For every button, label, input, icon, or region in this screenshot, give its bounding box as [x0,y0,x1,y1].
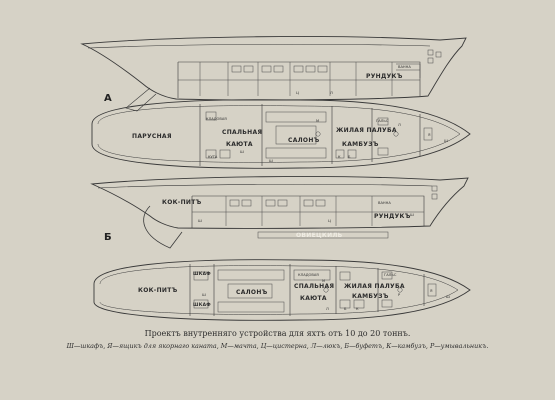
plan-b-deckplan: КОК-ПИТЪ ШКАФ ШКАФ САЛОНЪ СПАЛЬНАЯ КАЮТА… [93,259,471,321]
plan-a-deckplan-bulkheads [199,104,421,166]
plan-b-marker-r: Р [398,293,401,297]
plan-b-zhilaya-label: ЖИЛАЯ ПАЛУБА [344,283,405,290]
plan-b-profile-marker-ts: Ц [328,219,331,223]
plan-a-profile-marker-ts: Ц [296,91,299,95]
plan-a-kambuz-label: КАМБУЗЪ [342,141,379,148]
plan-b-rundukh-label: РУНДУКЪ [374,213,411,220]
plan-a-spalnaya-label: СПАЛЬНАЯ [222,129,262,136]
plan-b-deckplan-fittings [193,271,437,309]
plan-a-profile-deckline [87,43,431,49]
plan-b-profile-bulkheads [192,196,424,226]
plan-b-kladovaya-label: КЛАДОВАЯ [298,273,319,277]
plan-a-deckplan-fittings [205,111,433,159]
plan-b-rudder [143,205,183,249]
plan-b-keel-ballast [257,231,389,239]
plan-b-kayuta-label: КАЮТА [300,295,327,302]
plan-b-kambuz-label: КАМБУЗЪ [352,293,389,300]
plan-b-marker-m: М [322,279,325,283]
plan-b-profile: КОК-ПИТЪ РУНДУКЪ ОВИЕЦКИЛЬ ВАННА Ш Ц Ш [90,176,469,249]
plan-b-deckplan-inner [99,265,459,315]
plan-b-shvertskhet-label: ОВИЕЦКИЛЬ [296,232,343,239]
plan-b-gals-label: ГАЛЬС [384,273,397,277]
plan-a-vanna-label: ВАННА [398,65,411,69]
plan-a-marker-l: Л [398,123,401,127]
plan-a-kuta-label: КУТА [208,155,218,159]
plan-a-profile-hull [80,36,467,101]
plan-a-deckplan-inner [97,105,461,163]
plan-a-parusnaya-label: ПАРУСНАЯ [132,133,172,140]
plan-a-profile-bunk [396,63,421,78]
plan-a-marker-m: М [316,119,319,123]
plan-a-kladovaya-label: КЛАДОВАЯ [206,117,227,121]
plan-b-profile-marker-sh: Ш [198,219,202,223]
plan-b-deckplan-bulkheads [189,264,425,316]
plan-b-kokpit-deck-label: КОК-ПИТЪ [138,287,178,294]
plan-b-profile-hull [90,176,469,229]
plan-a-marker-b: Б [348,155,351,159]
plan-b-profile-deckline [97,183,433,189]
plan-b-shkaf-2-label: ШКАФ [193,302,211,308]
plan-a-letter: А [104,93,112,104]
plan-b-kokpit-label: КОК-ПИТЪ [162,199,202,206]
plan-a-profile-lockers [231,49,442,73]
plan-a-zhilaya-label: ЖИЛАЯ ПАЛУБА [336,127,397,134]
plan-b-marker-sh: Ш [202,293,206,297]
plan-b-shkaf-1-label: ШКАФ [193,271,211,277]
plan-a-marker-k: К [338,155,341,159]
plan-a-kayuta-label: КАЮТА [226,141,253,148]
plan-a-marker-sh: Ш [240,150,244,154]
plan-b-salon-label: САЛОНЪ [236,289,268,296]
plan-b-profile-lockers [229,185,438,207]
plan-a-deckplan-hull [91,99,471,169]
plan-b-vanna-label: ВАННА [378,201,391,205]
plan-b-deckplan-salon-settees [217,269,331,313]
plan-a-profile-marker-l: Л [330,91,333,95]
plan-b-deckplan-hull [93,259,471,321]
plan-a-salon-label: САЛОНЪ [288,137,320,144]
plan-a-rundukh-label: РУНДУКЪ [366,73,403,80]
plan-a-deckplan: ПАРУСНАЯ СПАЛЬНАЯ КАЮТА САЛОНЪ ЖИЛАЯ ПАЛ… [91,99,471,169]
plan-b-marker-k: К [356,307,359,311]
plan-b-profile-marker-sh-2: Ш [410,213,414,217]
plan-b-marker-ya: Я [430,289,433,293]
plan-a-marker-ya: Я [428,133,431,137]
plan-a-profile: РУНДУКЪ ВАННА Ц Л [80,36,467,112]
plan-b-marker-sh-2: Ш [446,295,450,299]
plan-a-marker-sh-3: Ш [444,139,448,143]
plan-a-marker-sh-2: Ш [269,159,273,163]
plan-b-marker-b: Б [344,307,347,311]
plan-b-spalnaya-label: СПАЛЬНАЯ [294,283,334,290]
plan-b-letter: Б [104,232,112,243]
plan-a-gals-label: ГАЛЬС [376,119,389,123]
plan-b-marker-l: Л [326,307,329,311]
plan-a-rudder [125,87,157,112]
plan-a-profile-bulkheads [178,62,420,96]
caption-legend: Ш—шкафъ, Я—ящикъ для якорнаго каната, М—… [66,342,489,350]
caption-title: Проектъ внутренняго устройства для яхтъ … [144,329,411,338]
